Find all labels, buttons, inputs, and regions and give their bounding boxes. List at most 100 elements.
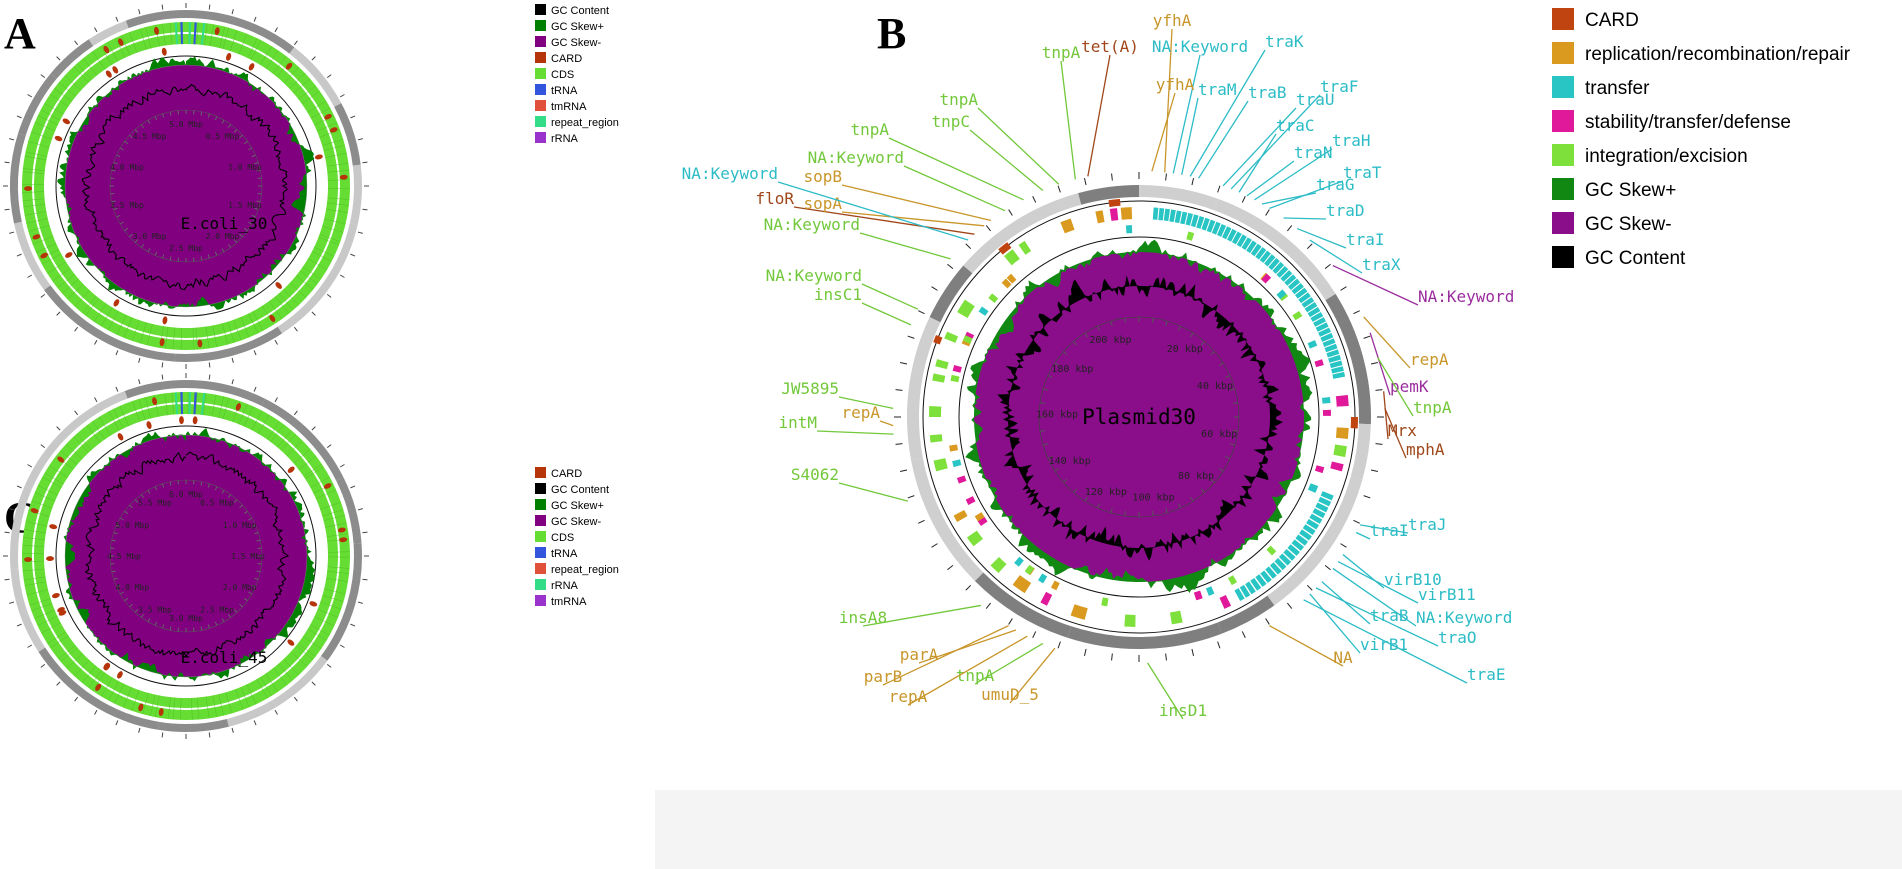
scale-tick [253,350,257,356]
transfer-gene [1318,496,1332,507]
cds-separator [275,296,290,314]
legend-swatch [535,515,546,526]
scale-tick [251,584,256,588]
gene-label: tnpA [1413,398,1452,417]
cds-separator [204,23,208,46]
cds-separator [310,624,330,636]
scale-tick [1152,317,1154,324]
scale-tick [1363,495,1371,499]
feature-arrow [1050,580,1060,591]
scale-tick [339,274,345,278]
card-gene-mark [113,299,120,307]
cds-separator [150,694,156,717]
rna-feature [193,392,197,415]
scale-tick [4,578,10,581]
scale-tick [1189,496,1194,502]
card-gene-mark [146,421,152,430]
cds-separator [293,448,311,464]
scale-tick [985,602,992,609]
cds-separator [24,529,46,534]
contig-segment [272,656,328,707]
scale-tick [138,727,141,733]
scale-tick [124,140,129,145]
scale-tick [27,464,33,468]
scale-tick [1218,467,1224,472]
contig-segment [929,265,973,323]
integration-gene [929,434,943,443]
scale-tick [134,499,139,503]
cds-separator [41,622,61,634]
gene-label: insD1 [1159,701,1207,720]
scale-tick [9,601,15,604]
legend-label: GC Content [551,5,609,17]
scale-tick [248,591,253,595]
scale-tick [1370,469,1378,473]
gene-label: traE [1467,665,1506,684]
transfer-gene [1304,302,1318,313]
cds-separator [248,313,259,334]
scale-tick [1225,375,1231,378]
card-gene-mark [235,403,241,411]
replication-gene [1060,218,1075,234]
transfer-gene [1298,292,1311,304]
transfer-gene [1295,534,1309,546]
scale-tick [111,539,116,542]
transfer-gene [1241,237,1252,251]
legend-swatch [535,483,546,494]
cds-separator [307,100,327,113]
cds-separator [64,75,82,91]
scale-tick [4,161,10,164]
cds-separator [58,645,76,660]
integration-gene [1124,614,1136,627]
gene-label: tnpA [956,666,995,685]
scale-tick [243,140,248,145]
cds-separator [327,566,350,569]
transfer-gene [1190,214,1199,228]
scale-tick [1210,351,1215,356]
card-gene-mark [117,433,124,441]
cds-separator [320,502,341,510]
scale-tick [113,577,118,580]
cds-separator [312,251,332,262]
scale-tick [254,577,259,580]
scale-tick [239,233,243,238]
scale-tick [362,208,368,211]
feature-arrow [1194,590,1203,601]
cds-separator [24,155,47,161]
card-gene [998,242,1012,255]
feature-arrow [952,364,962,373]
scale-tick [357,231,363,234]
gene-leader-line [838,482,909,502]
transfer-gene [1279,553,1292,566]
transfer-gene [1309,513,1323,524]
contig-segment [174,326,283,362]
scale-tick [1191,178,1195,186]
transfer-gene [1306,518,1320,530]
legend-label: GC Skew+ [551,21,604,33]
scale-tick [147,489,151,494]
feature-arrow [1024,564,1035,575]
cds-separator [119,405,129,427]
feature-arrow [988,293,999,303]
cds-separator [37,616,58,626]
scale-tick [895,389,903,391]
feature-arrow [1125,225,1133,234]
gene-label: pemK [1390,377,1429,396]
transfer-gene [1315,322,1329,332]
cds-separator [139,322,147,344]
legend-swatch [535,595,546,606]
gene-label: traI [1346,230,1385,249]
cds-separator [277,430,292,448]
scale-tick [311,426,316,431]
cds-separator [191,697,193,720]
scale-tick [227,494,232,499]
cds-separator [307,258,328,270]
transfer-gene [1231,231,1242,245]
cds-separator [47,261,66,274]
scale-tick [350,253,356,257]
cds-separator [26,589,49,596]
gene-leader-line [1332,567,1417,627]
card-gene-mark [51,593,60,599]
cds-separator [66,653,83,669]
